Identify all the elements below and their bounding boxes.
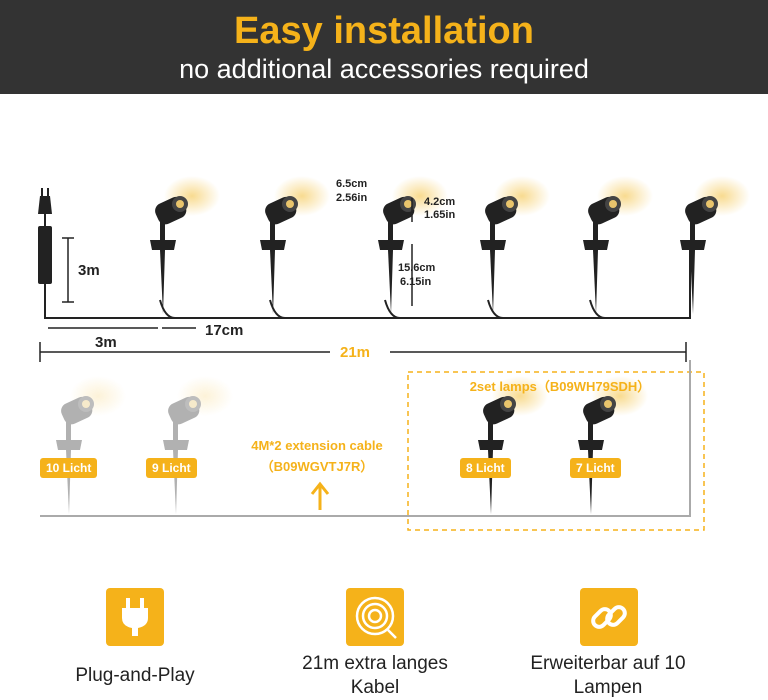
spacing-length: 17cm bbox=[205, 322, 244, 339]
up-arrow-icon bbox=[310, 481, 330, 510]
plug-icon bbox=[106, 588, 164, 646]
header-banner: Easy installation no additional accessor… bbox=[0, 0, 768, 94]
feature-expand-label: Erweiterbar auf 10 Lampen bbox=[530, 653, 686, 698]
lamp-4 bbox=[480, 176, 550, 314]
extension-cable-label: 4M*2 extension cable bbox=[251, 438, 383, 453]
chain-link-icon bbox=[580, 588, 638, 646]
lamp-1 bbox=[150, 176, 220, 314]
cable-coil-icon bbox=[346, 588, 404, 646]
power-cable-length: 3m bbox=[78, 262, 100, 279]
extension-cable-code: （B09WGVTJ7R） bbox=[260, 459, 374, 474]
lamp-height-in: 1.65in bbox=[424, 209, 456, 221]
feature-cable-label: 21m extra langes Kabel bbox=[302, 653, 448, 698]
faded-lamp-10 bbox=[56, 376, 126, 514]
lamp-5 bbox=[583, 176, 653, 314]
dimension-lines bbox=[39, 198, 687, 362]
spike-length-in: 6.15in bbox=[400, 276, 432, 288]
feature-plug-label: Plug-and-Play bbox=[75, 665, 195, 686]
installation-diagram bbox=[38, 176, 750, 531]
plug-adapter bbox=[38, 188, 120, 319]
lead-cable-length: 3m bbox=[95, 334, 117, 351]
lamp-width-in: 2.56in bbox=[336, 192, 368, 204]
lamp-width-cm: 6.5cm bbox=[336, 178, 368, 190]
spike-length-cm: 15.6cm bbox=[398, 262, 436, 274]
lamp-2 bbox=[260, 176, 330, 314]
badge-8-licht: 8 Licht bbox=[460, 458, 511, 478]
ext-lamp-8 bbox=[478, 376, 548, 514]
ext-lamp-7 bbox=[578, 376, 648, 514]
total-length: 21m bbox=[340, 344, 371, 361]
extension-box bbox=[407, 371, 705, 531]
page-subtitle: no additional accessories required bbox=[179, 54, 589, 84]
badge-9-licht: 9 Licht bbox=[146, 458, 197, 478]
lamp-height-cm: 4.2cm bbox=[424, 196, 456, 208]
set-lamps-label: 2set lamps（B09WH79SDH） bbox=[469, 379, 651, 394]
badge-10-licht: 10 Licht bbox=[40, 458, 98, 478]
page-title: Easy installation bbox=[234, 10, 534, 52]
badge-7-licht: 7 Licht bbox=[570, 458, 621, 478]
